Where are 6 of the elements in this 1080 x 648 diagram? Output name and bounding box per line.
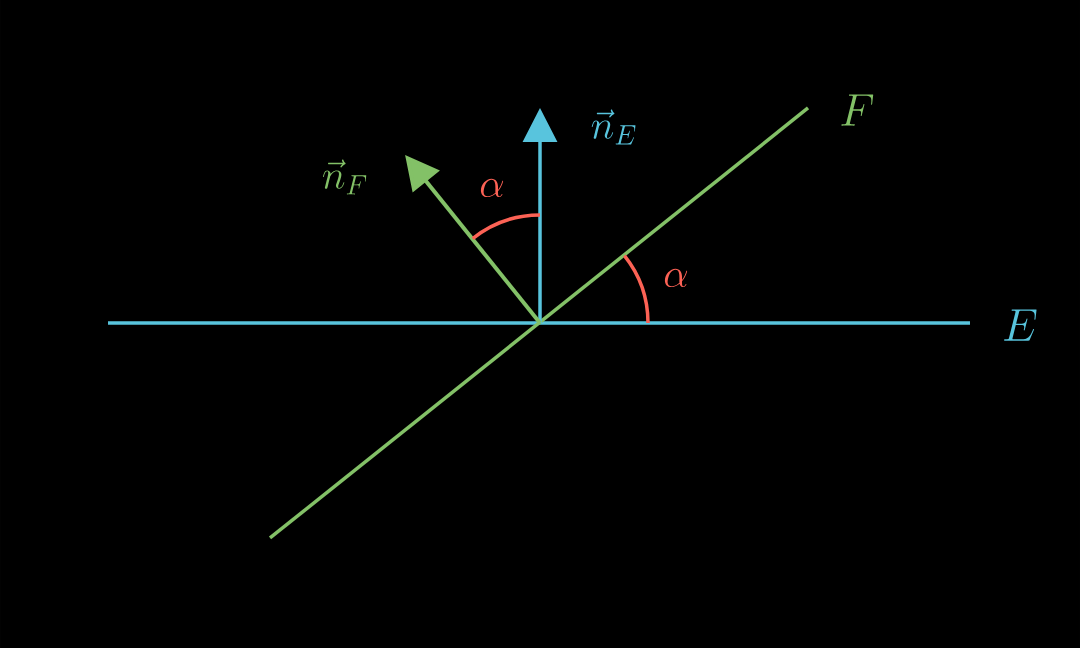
angle-label: $\alpha$ [664,268,688,288]
plane-label: $E$ [1004,309,1037,341]
vector-label: $\vec{n}_E$ [591,109,636,145]
angle-label: $\alpha$ [480,178,504,198]
vector-label: $\vec{n}_F$ [322,159,367,195]
plane-label: $F$ [841,94,874,126]
